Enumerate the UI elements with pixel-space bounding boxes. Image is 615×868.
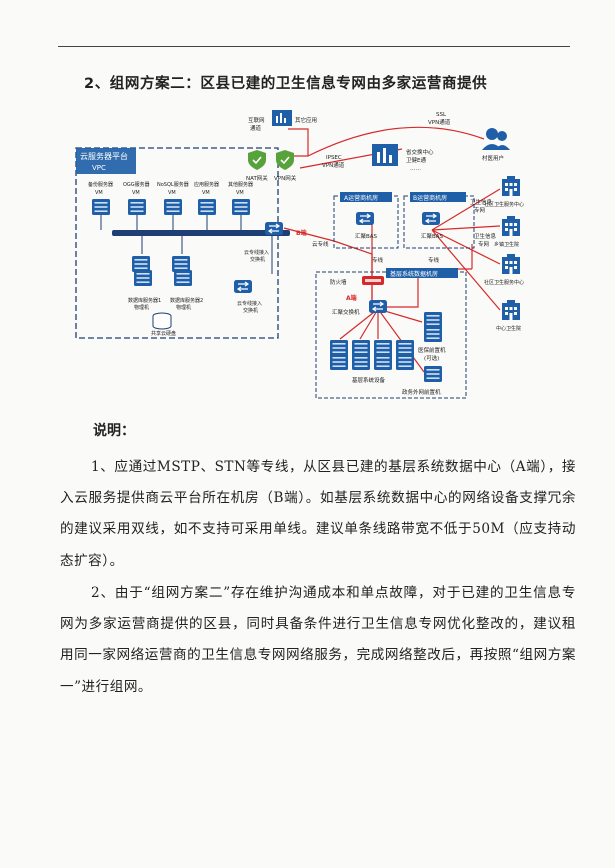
svg-text:VPN通道: VPN通道 [428, 118, 451, 126]
a-end-label: A端 [346, 294, 357, 302]
gov-frontend-server [424, 366, 442, 382]
vpc-border [75, 147, 279, 339]
svg-text:A运营商机房: A运营商机房 [344, 194, 378, 202]
svg-text:医保前置机: 医保前置机 [418, 346, 446, 354]
svg-text:物理机: 物理机 [134, 304, 149, 311]
db-server-1 [132, 256, 152, 286]
svg-text:……: …… [410, 166, 421, 172]
nat-gateway-icon [247, 149, 267, 171]
basic-device-3 [374, 340, 392, 370]
shared-disk-label: 共享云硬盘 [151, 330, 176, 337]
bas-a-switch [355, 211, 375, 226]
svg-text:专线: 专线 [428, 256, 440, 264]
vm-5: 其他服务器 VM [228, 181, 253, 215]
svg-text:VM: VM [168, 190, 176, 196]
svg-text:NAT网关: NAT网关 [246, 174, 268, 182]
vpc-title: 云服务器平台 [80, 151, 128, 161]
vm-1: 备份服务器 VM [88, 181, 113, 215]
network-topology-diagram: 云服务器平台 VPC 备份服务器 VM OGG服务器 VM NoSQL服务器 VM 应… [72, 104, 562, 404]
basic-data-center [315, 271, 467, 399]
svg-text:云专线接入: 云专线接入 [237, 300, 262, 307]
svg-text:云专线接入: 云专线接入 [244, 249, 269, 256]
svg-text:社区卫生服务中心: 社区卫生服务中心 [484, 201, 524, 208]
svg-text:其他服务器: 其他服务器 [228, 181, 253, 188]
note-title: 说明： [93, 423, 135, 439]
svg-text:乡镇卫生院: 乡镇卫生院 [494, 241, 519, 248]
telecom-b-room [403, 195, 475, 249]
svg-text:备份服务器: 备份服务器 [88, 181, 113, 188]
svg-text:防火墙: 防火墙 [330, 278, 347, 286]
svg-text:汇聚BAS: 汇聚BAS [421, 232, 444, 240]
svg-text:村医用户: 村医用户 [482, 154, 504, 162]
svg-text:SSL: SSL [436, 112, 447, 118]
svg-text:中心卫生院: 中心卫生院 [496, 325, 521, 332]
cloud-switch-1 [264, 221, 284, 236]
basic-device-1 [330, 340, 348, 370]
svg-text:卫生信息: 卫生信息 [474, 232, 497, 240]
svg-text:VM: VM [95, 190, 103, 196]
svg-text:卫健E通: 卫健E通 [406, 156, 426, 164]
svg-text:云专线: 云专线 [312, 240, 329, 248]
provincial-center-icon [372, 144, 398, 166]
basic-device-2 [352, 340, 370, 370]
svg-text:汇聚交换机: 汇聚交换机 [332, 308, 360, 316]
basic-device-4 [396, 340, 414, 370]
vpc-bus [112, 230, 290, 236]
shared-disk-icon [152, 312, 172, 330]
svg-text:政务外网前置机: 政务外网前置机 [402, 388, 441, 396]
svg-text:省交换中心: 省交换中心 [406, 148, 434, 156]
svg-text:IPSEC: IPSEC [326, 155, 342, 161]
bas-b-switch [421, 211, 441, 226]
svg-text:NoSQL服务器: NoSQL服务器 [157, 181, 189, 188]
svg-text:OGG服务器: OGG服务器 [123, 181, 150, 188]
section-heading: 2、组网方案二：区县已建的卫生信息专网由多家运营商提供 [84, 76, 488, 92]
community-center-1-icon [502, 176, 520, 196]
svg-text:VM: VM [132, 190, 140, 196]
svg-text:专线: 专线 [372, 256, 384, 264]
svg-text:其它应用: 其它应用 [295, 116, 317, 124]
cloud-switch-2 [233, 279, 253, 294]
vpc-subtitle: VPC [92, 164, 106, 172]
svg-text:交换机: 交换机 [250, 256, 265, 263]
other-apps-icon [272, 110, 292, 126]
svg-text:VPN通道: VPN通道 [322, 161, 345, 169]
note-paragraph-1: 1、应通过MSTP、STN等专线，从区县已建的基层系统数据中心（A端），接入云服… [60, 459, 576, 569]
svg-text:基层系统数据机房: 基层系统数据机房 [390, 270, 438, 278]
svg-text:卫生信息: 卫生信息 [470, 198, 493, 206]
db-server-2-label: 数据库服务器2 [170, 297, 203, 304]
aggregation-switch [368, 299, 388, 314]
svg-text:VM: VM [202, 190, 210, 196]
svg-text:交换机: 交换机 [243, 307, 258, 314]
header-rule [58, 46, 570, 47]
central-hospital-icon [502, 300, 520, 320]
note-paragraph-2: 2、由于“组网方案二”存在维护沟通成本和单点故障，对于已建的卫生信息专网为多家运… [60, 585, 576, 695]
svg-text:专网: 专网 [478, 240, 490, 248]
svg-text:VPN网关: VPN网关 [274, 174, 297, 182]
svg-text:专网: 专网 [474, 206, 486, 214]
db-server-2 [172, 256, 192, 286]
vpn-gateway-icon [275, 149, 295, 171]
svg-text:汇聚BAS: 汇聚BAS [355, 232, 378, 240]
svg-text:应用服务器: 应用服务器 [194, 181, 219, 188]
medical-frontend-server [424, 312, 442, 342]
svg-text:通道: 通道 [250, 124, 262, 132]
vm-4: 应用服务器 VM [194, 181, 219, 215]
svg-text:B运营商机房: B运营商机房 [413, 194, 447, 202]
village-user-icon [482, 128, 510, 150]
firewall-icon [362, 276, 384, 285]
svg-text:VM: VM [236, 190, 244, 196]
svg-text:社区卫生服务中心: 社区卫生服务中心 [484, 279, 524, 286]
community-center-2-icon [502, 254, 520, 274]
b-end-label: B端 [296, 229, 307, 237]
db-server-1-label: 数据库服务器1 [128, 297, 161, 304]
svg-text:物理机: 物理机 [176, 304, 191, 311]
vm-3: NoSQL服务器 VM [157, 181, 189, 215]
vm-2: OGG服务器 VM [123, 181, 150, 215]
svg-text:(可选): (可选) [424, 354, 439, 362]
svg-text:基层系统设备: 基层系统设备 [352, 376, 386, 384]
township-hospital-icon [502, 216, 520, 236]
svg-text:互联网: 互联网 [248, 116, 265, 124]
